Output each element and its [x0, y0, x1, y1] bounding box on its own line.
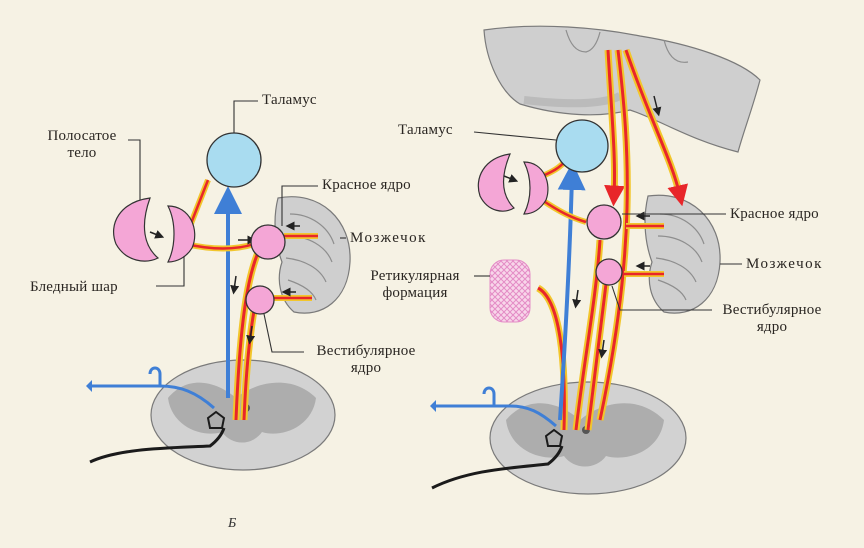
spinal-cord-right — [489, 381, 687, 495]
label-vestibular-right-line2: ядро — [756, 319, 788, 335]
label-reticular-line2: формация — [382, 285, 448, 301]
label-striatum-line1: Полосатое — [47, 128, 117, 144]
nuclei-right — [477, 119, 623, 286]
leader-lines-right — [473, 131, 742, 311]
label-globus-pallidus: Бледный шар — [30, 279, 118, 295]
panel-letter: Б — [228, 516, 237, 531]
nuclei-left — [113, 132, 286, 315]
leader-lines-left — [128, 100, 346, 353]
label-red-nucleus-left: Красное ядро — [322, 177, 411, 193]
label-reticular: Ретикулярная формация — [356, 268, 474, 302]
pathways-right — [430, 48, 688, 490]
reticular-formation — [489, 259, 531, 323]
label-vestibular-right-line1: Вестибулярное — [722, 302, 822, 318]
label-cerebellum-left: Мозжечок — [350, 230, 427, 246]
label-thalamus-left: Таламус — [262, 92, 317, 108]
label-cerebellum-right: Мозжечок — [746, 256, 823, 272]
label-striatum-line2: тело — [67, 145, 97, 161]
label-reticular-line1: Ретикулярная — [370, 268, 460, 284]
label-striatum-left: Полосатое тело — [30, 128, 134, 162]
label-vestibular-right: Вестибулярное ядро — [712, 302, 832, 336]
label-vestibular-left-line1: Вестибулярное — [316, 343, 416, 359]
label-vestibular-left: Вестибулярное ядро — [306, 343, 426, 377]
label-vestibular-left-line2: ядро — [350, 360, 382, 376]
label-red-nucleus-right: Красное ядро — [730, 206, 819, 222]
label-thalamus-right: Таламус — [398, 122, 453, 138]
cerebellum-right — [644, 194, 721, 314]
